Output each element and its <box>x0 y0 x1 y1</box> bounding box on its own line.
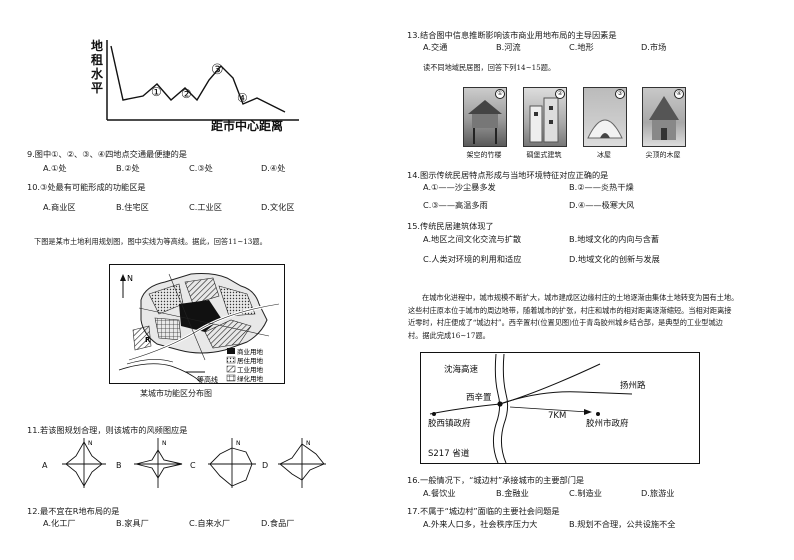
photo-wooden-house: ④ <box>642 87 686 147</box>
passage-line-1: 在城市化进程中，城市规模不断扩大，城市建成区边缘村庄的土地逐渐由集体土地转变为国… <box>422 293 739 302</box>
photo-1-number: ① <box>495 89 505 99</box>
q9-option-c: C.③处 <box>189 163 213 173</box>
q16-option-d: D.旅游业 <box>641 488 675 498</box>
q12-option-d: D.食品厂 <box>261 518 295 528</box>
q14-option-c: C.③——高温多雨 <box>423 200 488 210</box>
legend-residential: 居住用地 <box>237 356 264 365</box>
label-distance: 7KM <box>548 411 566 421</box>
q14-option-d: D.④——极寒大风 <box>569 200 635 210</box>
q10-option-b: B.住宅区 <box>116 202 149 212</box>
photo-3-caption: 冰屋 <box>597 151 611 159</box>
map-r-label: R <box>145 336 151 344</box>
legend-green: 绿化用地 <box>237 374 264 383</box>
q13-option-a: A.交通 <box>423 42 448 52</box>
q12-option-b: B.家具厂 <box>116 518 149 528</box>
passage-line-4: 村。据此完成16~17题。 <box>408 330 490 340</box>
graph-ylabel-char: 租 <box>91 53 103 67</box>
wind-option-d-label: D <box>262 461 268 470</box>
passage-line-3: 近零时，村庄便成了“城边村”。西辛置村(位置见图)位于青岛胶州城乡结合部，是典型… <box>408 318 723 327</box>
q13-option-d: D.市场 <box>641 42 667 52</box>
legend-contour: 等高线 <box>197 375 218 384</box>
question-14: 14.图示传统民居特点形成与当地环境特征对应正确的是 <box>407 170 609 180</box>
label-xixinzhi: 西辛置 <box>466 392 492 403</box>
q9-option-b: B.②处 <box>116 163 140 173</box>
passage-16-17: 在城市化进程中，城市规模不断扩大，城市建成区边缘村庄的土地逐渐由集体土地转变为国… <box>408 292 778 342</box>
label-s217: S217 省道 <box>428 448 470 459</box>
intro-14-15: 读不同地域民居图，回答下列14~15题。 <box>423 63 556 72</box>
wind-option-c-label: C <box>190 461 196 470</box>
graph-marker-2: ② <box>181 87 192 101</box>
q17-option-b: B.规划不合理，公共设施不全 <box>569 519 676 529</box>
wind-rose-options: A B C D N N N N <box>42 438 326 488</box>
road-map: 沈海高速 西辛置 扬州路 7KM 胶西镇政府 胶州市政府 S217 省道 <box>420 352 700 464</box>
graph-ylabel-char: 地 <box>91 38 103 53</box>
graph-marker-4: ④ <box>237 91 248 105</box>
svg-text:N: N <box>306 440 311 447</box>
label-jiaoxi-government: 胶西镇政府 <box>428 418 471 429</box>
wind-option-a-label: A <box>42 461 48 470</box>
q15-option-b: B.地域文化的内向与含蓄 <box>569 234 660 244</box>
svg-text:N: N <box>88 440 93 447</box>
q15-option-a: A.地区之间文化交流与扩散 <box>423 234 522 244</box>
question-10: 10.③处最有可能形成的功能区是 <box>27 182 146 192</box>
q16-option-b: B.金融业 <box>496 488 529 498</box>
q16-option-a: A.餐饮业 <box>423 488 456 498</box>
wind-option-b-label: B <box>116 461 122 470</box>
question-13: 13.结合图中信息推断影响该市商业用地布局的主导因素是 <box>407 30 617 40</box>
legend-industrial: 工业用地 <box>237 365 264 374</box>
graph-marker-1: ① <box>151 85 162 99</box>
q10-option-a: A.商业区 <box>43 202 76 212</box>
q10-option-c: C.工业区 <box>189 202 222 212</box>
label-shenhai-expressway: 沈海高速 <box>444 364 479 375</box>
q15-option-d: D.地域文化的创新与发展 <box>569 254 660 264</box>
q12-option-a: A.化工厂 <box>43 518 76 528</box>
q15-option-c: C.人类对环境的利用和适应 <box>423 254 522 264</box>
graph-marker-3: ③ <box>211 62 224 78</box>
svg-text:N: N <box>236 440 241 447</box>
photo-4-number: ④ <box>674 89 684 99</box>
question-15: 15.传统民居建筑体现了 <box>407 221 494 231</box>
photo-igloo: ③ <box>583 87 627 147</box>
question-9: 9.图中①、②、③、④四地点交通最便捷的是 <box>27 149 187 159</box>
svg-text:N: N <box>162 440 167 447</box>
photo-bamboo-house: ① <box>463 87 507 147</box>
q12-option-c: C.自来水厂 <box>189 518 231 528</box>
question-17: 17.不属于“城边村”面临的主要社会问题是 <box>407 506 560 516</box>
q9-option-a: A.①处 <box>43 163 67 173</box>
photo-fortress-building: ② <box>523 87 567 147</box>
question-16: 16.一般情况下，“城边村”承接城市的主要部门是 <box>407 475 585 485</box>
photo-1-caption: 架空的竹楼 <box>466 151 502 159</box>
photo-4-caption: 尖顶的木屋 <box>645 151 681 159</box>
map-north-label: N <box>127 274 133 283</box>
q13-option-b: B.河流 <box>496 42 521 52</box>
graph-ylabel-char: 水 <box>91 66 104 81</box>
question-12: 12.最不宜在R地布局的是 <box>27 506 120 516</box>
label-jiaozhou-government: 胶州市政府 <box>586 418 629 429</box>
passage-line-2: 这些村庄原本位于城市的周边地带，随着城市的扩张，村庄和城市的相对距离逐渐缩短。当… <box>408 305 732 315</box>
label-yangzhou-road: 扬州路 <box>620 380 646 391</box>
q16-option-c: C.制造业 <box>569 488 602 498</box>
q10-option-d: D.文化区 <box>261 202 295 212</box>
photo-2-number: ② <box>555 89 565 99</box>
question-11: 11.若该图规划合理，则该城市的风频图应是 <box>27 425 188 435</box>
land-rent-graph: 地 租 水 平 ① ② ③ ④ 距市中心距离 <box>91 38 299 132</box>
q14-option-a: A.①——沙尘暴多发 <box>423 182 496 192</box>
legend-commercial: 商业用地 <box>237 347 264 356</box>
q14-option-b: B.②——炎热干燥 <box>569 182 634 192</box>
graph-ylabel-char: 平 <box>91 81 103 95</box>
q9-option-d: D.④处 <box>261 163 286 173</box>
city-function-map: N R 商业用地 居住用地 工业用地 绿化用地 等高线 <box>109 264 285 384</box>
q13-option-c: C.地形 <box>569 42 594 52</box>
photo-3-number: ③ <box>615 89 625 99</box>
photo-2-caption: 碉堡式建筑 <box>526 151 562 159</box>
q17-option-a: A.外来人口多，社会秩序压力大 <box>423 519 538 529</box>
graph-xlabel: 距市中心距离 <box>211 118 283 132</box>
intro-11-13: 下图是某市土地利用规划图，图中实线为等高线。据此，回答11~13题。 <box>34 237 267 246</box>
map-caption: 某城市功能区分布图 <box>140 389 212 398</box>
